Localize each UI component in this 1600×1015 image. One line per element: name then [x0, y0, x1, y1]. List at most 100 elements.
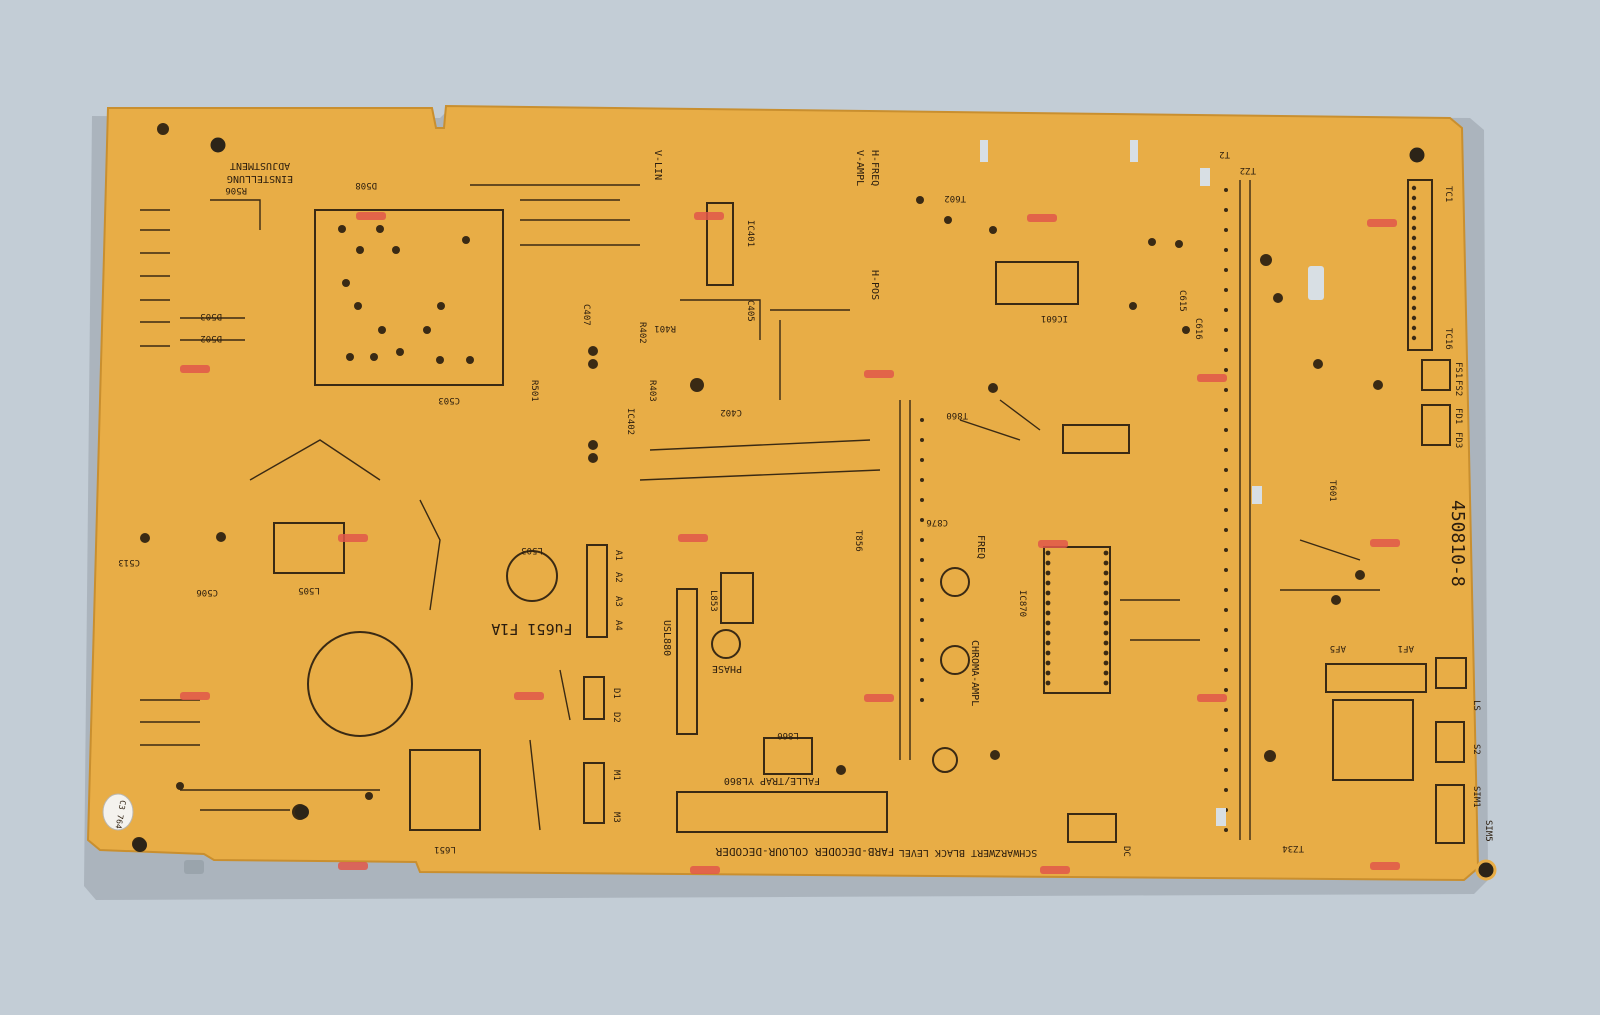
label-d2: D2 — [611, 712, 621, 723]
label-sim1: SIM1 — [1471, 786, 1481, 808]
slot-hole — [184, 860, 204, 874]
trim-black-outline — [932, 747, 958, 773]
label-adjustment-de: EINSTELLUNG — [227, 173, 293, 184]
inspection-sticker: C3 764 — [102, 793, 134, 831]
label-ic870: IC870 — [1017, 590, 1027, 617]
label-r501: R501 — [529, 380, 539, 402]
slot-hole — [1200, 168, 1210, 186]
l853-outline — [720, 572, 754, 624]
m-connector-outline — [583, 762, 605, 824]
label-m3: M3 — [611, 812, 621, 823]
mounting-hole — [1475, 859, 1497, 881]
label-r402: R402 — [637, 322, 647, 344]
label-t860: T860 — [946, 410, 968, 420]
label-a3: A3 — [613, 596, 623, 607]
label-c513: C513 — [118, 557, 140, 567]
label-fs2: FS2 — [1453, 380, 1463, 396]
label-v-lin: V-LIN — [652, 150, 663, 180]
label-t602: T602 — [944, 193, 966, 203]
ic601-outline — [995, 261, 1079, 305]
label-d508: D508 — [355, 180, 377, 190]
label-d502: D502 — [200, 333, 222, 343]
traces — [140, 180, 1380, 840]
silkscreen-labels: 450810-8 Fu651 F1A EINSTELLUNG ADJUSTMEN… — [227, 150, 1468, 858]
label-ic601: IC601 — [1041, 313, 1068, 323]
label-part-number: 450810-8 — [1447, 500, 1468, 587]
label-tz2: TZ2 — [1240, 165, 1256, 175]
label-fs1: FS1 — [1453, 362, 1463, 378]
l503-outline — [506, 550, 558, 602]
label-c616: C616 — [1193, 318, 1203, 340]
slot-hole — [1308, 266, 1324, 300]
fd-connector-outline — [1421, 404, 1451, 446]
transformer-outline — [1332, 699, 1414, 781]
red-markings — [180, 212, 1400, 874]
label-c503: C503 — [438, 395, 460, 405]
trim-freq-outline — [940, 567, 970, 597]
label-adjustment-en: ADJUSTMENT — [230, 160, 290, 171]
connector-tc-outline — [1407, 179, 1433, 351]
label-phase: PHASE — [712, 663, 742, 674]
label-l853: L853 — [708, 590, 718, 612]
label-a4: A4 — [613, 620, 623, 631]
label-c876: C876 — [926, 517, 948, 527]
ic401-outline — [706, 202, 734, 286]
label-r403: R403 — [647, 380, 657, 402]
label-chroma-ampl: CHROMA-AMPL — [969, 640, 980, 706]
ic870-outline — [1043, 546, 1111, 694]
label-ic401: IC401 — [745, 220, 755, 247]
d-connector-outline — [583, 676, 605, 720]
label-sim5: SIM5 — [1483, 820, 1493, 842]
label-ls: LS — [1471, 700, 1481, 711]
trim-chroma-outline — [940, 645, 970, 675]
label-a1: A1 — [613, 550, 623, 561]
mounting-hole — [207, 134, 229, 156]
label-v-ampl: V-AMPL — [854, 150, 865, 186]
c401-ic-outline — [1062, 424, 1130, 454]
label-c407: C407 — [581, 304, 591, 326]
label-r506: R506 — [225, 185, 247, 195]
label-c402: C402 — [720, 407, 742, 417]
board-outlines — [273, 179, 1467, 844]
a-connector-outline — [586, 544, 608, 638]
label-black-level: SCHWARZWERT BLACK LEVEL — [899, 847, 1037, 858]
colour-decoder-outline — [676, 791, 888, 833]
label-fd3: FD3 — [1453, 432, 1463, 448]
label-dc: DC — [1121, 846, 1131, 857]
tc-connector-pins — [1411, 185, 1417, 341]
c658-outline — [307, 631, 413, 737]
vertical-via-row — [920, 188, 1228, 832]
label-falle-trap: FALLE/TRAP YL860 — [724, 775, 820, 786]
label-l860: L860 — [777, 730, 799, 740]
label-l651: L651 — [434, 844, 456, 854]
label-h-pos: H-POS — [869, 270, 880, 300]
ls-connector-outline — [1435, 657, 1467, 689]
slot-hole — [1252, 486, 1262, 504]
pcb-board — [86, 104, 1480, 882]
label-l503: L503 — [521, 545, 543, 555]
label-fuse: Fu651 F1A — [491, 620, 572, 638]
mounting-hole — [295, 805, 309, 819]
slot-hole — [980, 140, 988, 162]
label-m1: M1 — [611, 770, 621, 781]
fs-connector-outline — [1421, 359, 1451, 391]
dc-connector-outline — [1067, 813, 1117, 843]
component-designators: IC401 IC601 IC870 IC402 T601 T602 T860 T… — [118, 149, 1493, 857]
ic870-pins — [1045, 550, 1109, 686]
label-l505: L505 — [298, 585, 320, 595]
mounting-hole — [133, 838, 147, 852]
label-colour-decoder: FARB-DECODER COLOUR-DECODER — [715, 845, 894, 858]
label-a2: A2 — [613, 572, 623, 583]
label-d503: D503 — [200, 311, 222, 321]
label-c405: C405 — [745, 300, 755, 322]
label-c615: C615 — [1177, 290, 1187, 312]
label-tc16: TC16 — [1443, 328, 1453, 350]
trim-phase-outline — [711, 629, 741, 659]
label-t2: T2 — [1219, 149, 1230, 159]
label-af1: AF1 — [1398, 643, 1414, 653]
label-s2: S2 — [1471, 744, 1481, 755]
label-freq: FREQ — [975, 535, 986, 559]
label-c506: C506 — [196, 587, 218, 597]
label-t856: T856 — [853, 530, 863, 552]
af-connector-outline — [1325, 663, 1427, 693]
